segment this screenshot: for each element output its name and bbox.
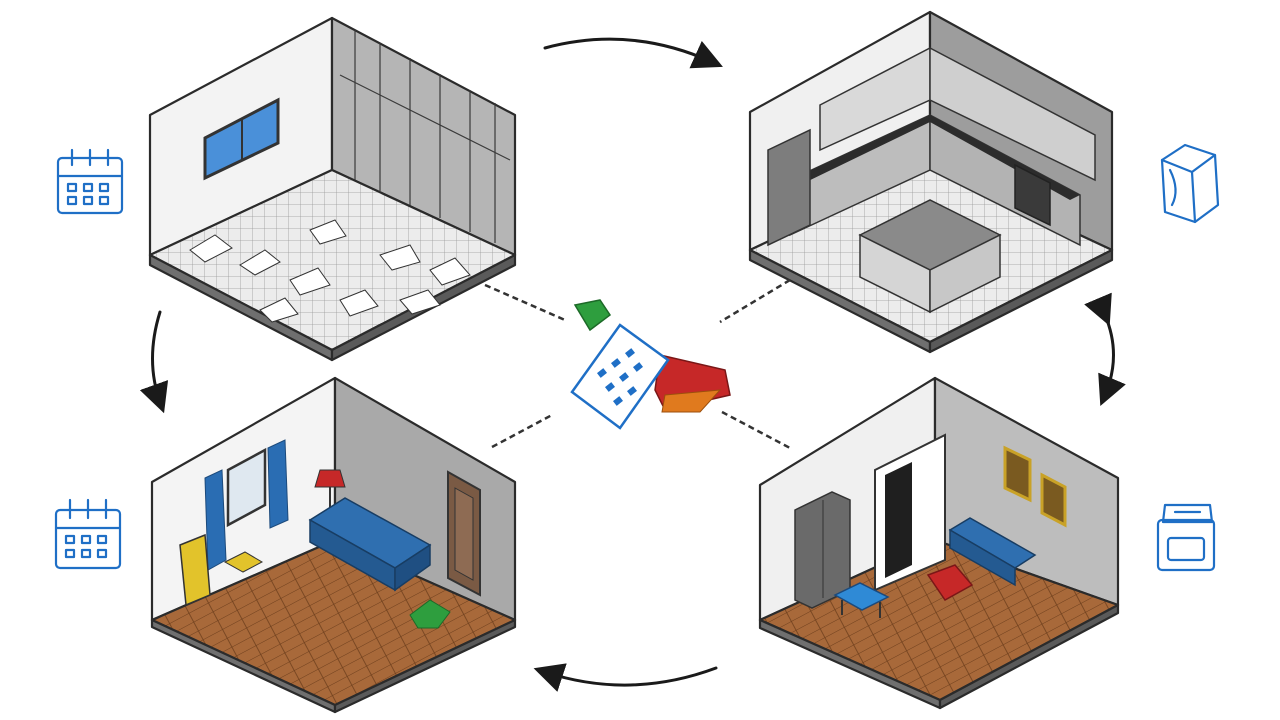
room-living-finished <box>758 376 1120 710</box>
armchair <box>926 564 974 601</box>
appliance-icon <box>1156 503 1216 572</box>
window <box>204 439 289 571</box>
box-icon <box>1160 143 1220 224</box>
wall-cabinets <box>819 46 1096 182</box>
arrow-left <box>139 310 169 414</box>
paint-drop-cloth <box>409 599 451 629</box>
room-living-furnished <box>150 376 517 714</box>
sofa <box>948 517 1037 587</box>
refrigerator <box>767 128 811 247</box>
sofa <box>308 497 432 592</box>
refrigerator <box>794 491 851 609</box>
calendar-with-tape-icon <box>570 299 731 430</box>
door-frame <box>874 433 946 592</box>
kitchen-island <box>858 199 1002 314</box>
cycle-arrows <box>139 37 1126 692</box>
tool-box <box>223 551 264 573</box>
room-kitchen <box>748 10 1114 354</box>
arrow-top <box>543 37 723 69</box>
arrow-bottom <box>533 663 718 692</box>
exposed-studs <box>339 30 511 243</box>
wall-pictures <box>1003 445 1067 528</box>
oven <box>1014 163 1051 227</box>
calendar-icon <box>54 498 122 570</box>
calendar-icon <box>56 148 124 215</box>
coffee-table <box>833 582 890 618</box>
ladder <box>179 533 211 607</box>
window <box>203 97 280 181</box>
door <box>447 470 481 597</box>
rubble <box>189 219 471 323</box>
room-demolition <box>148 16 517 362</box>
arrow-right <box>1084 292 1126 407</box>
connector-lines <box>484 278 791 450</box>
